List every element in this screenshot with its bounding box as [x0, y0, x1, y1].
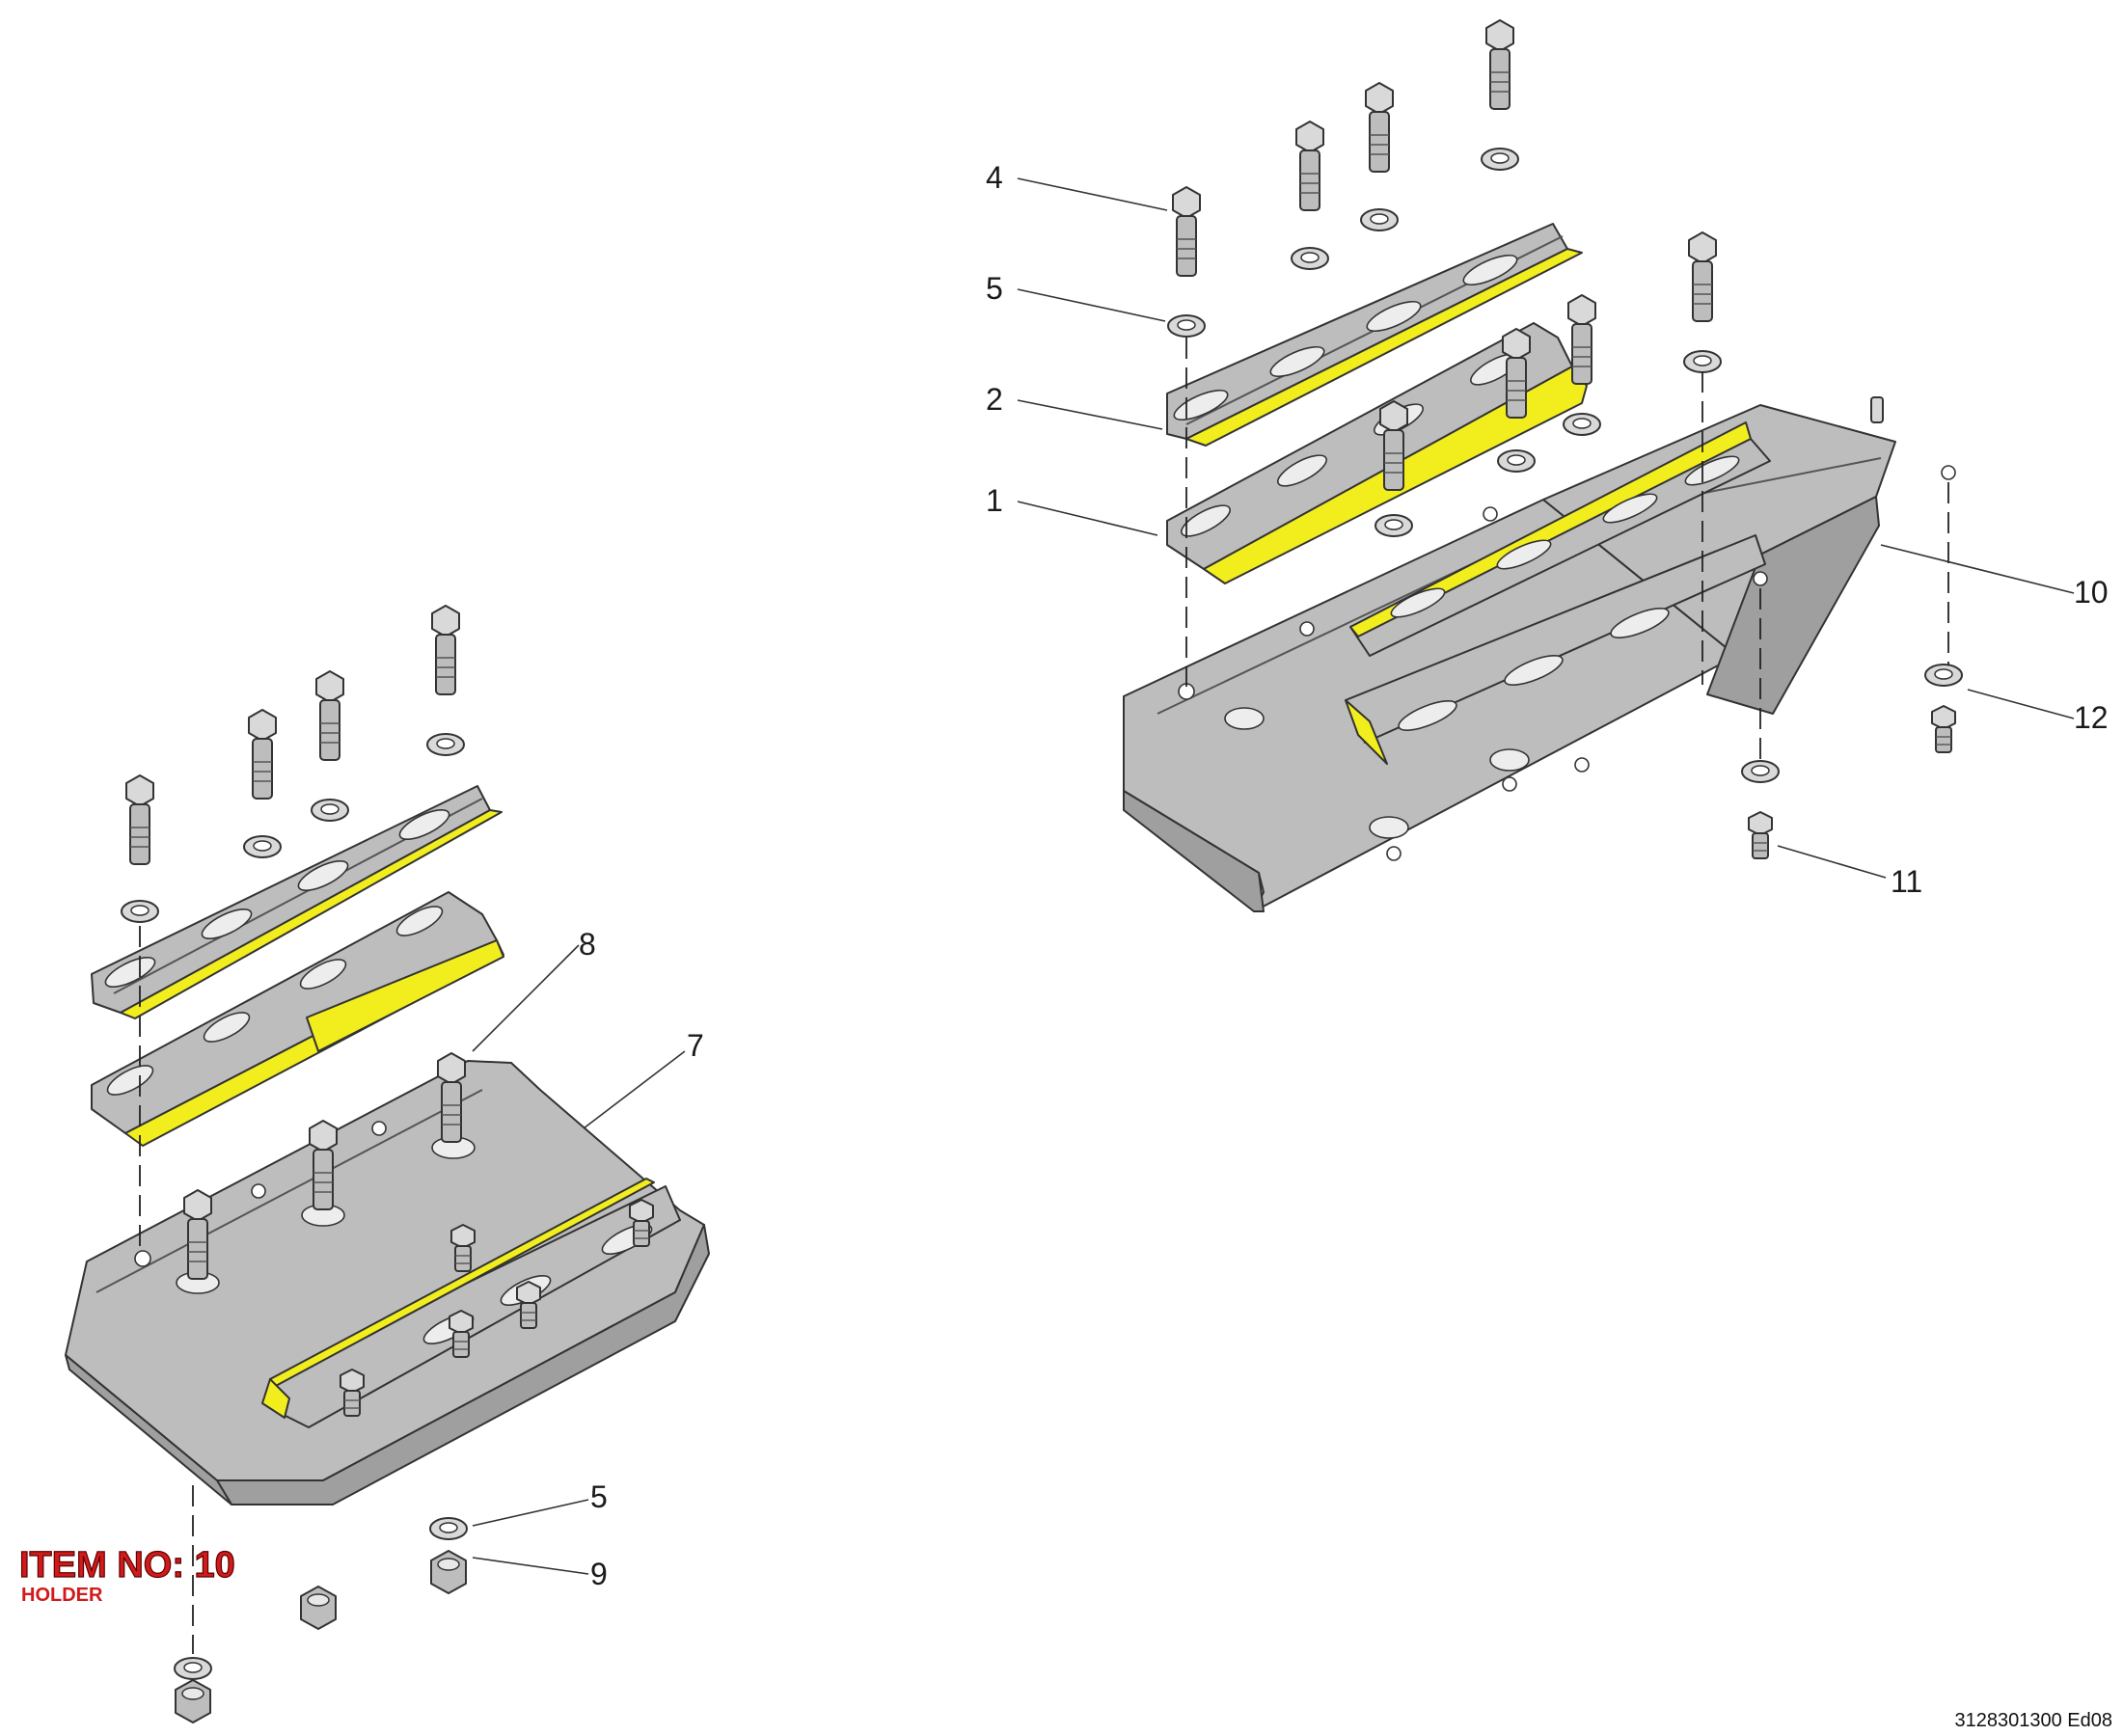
item-number-title: ITEM NO: 10	[19, 1545, 235, 1586]
callout-2: 2	[986, 382, 1003, 417]
callout-10: 10	[2074, 575, 2109, 610]
callout-8: 8	[579, 927, 596, 962]
callout-11: 11	[1891, 864, 1922, 899]
holder-top-strip	[1349, 421, 1771, 657]
item-badge: ITEM NO: 10 HOLDER	[18, 1544, 235, 1606]
wear-plate-top-left	[91, 785, 503, 1019]
callout-5-bottom: 5	[590, 1479, 608, 1514]
right-assembly	[1123, 19, 1963, 912]
base-strip	[261, 1178, 681, 1428]
wear-plate-top	[1166, 223, 1583, 447]
callout-7: 7	[687, 1028, 704, 1063]
item-name-subtitle: HOLDER	[21, 1585, 103, 1606]
wear-strip-left	[91, 891, 504, 1147]
document-code: 3128301300 Ed08	[1955, 1710, 2113, 1731]
callout-4: 4	[986, 160, 1003, 195]
leader-lines	[472, 177, 2075, 1575]
holder-wear-strip	[1345, 534, 1766, 765]
callout-1: 1	[986, 483, 1003, 518]
base-plate	[65, 1060, 710, 1505]
left-assembly	[65, 605, 710, 1723]
callout-12: 12	[2074, 700, 2109, 735]
callout-labels: 4 5 2 1 10 12 11 8 7 5 9	[579, 160, 2109, 1591]
callout-5-top: 5	[986, 271, 1003, 306]
callout-9: 9	[590, 1557, 608, 1591]
